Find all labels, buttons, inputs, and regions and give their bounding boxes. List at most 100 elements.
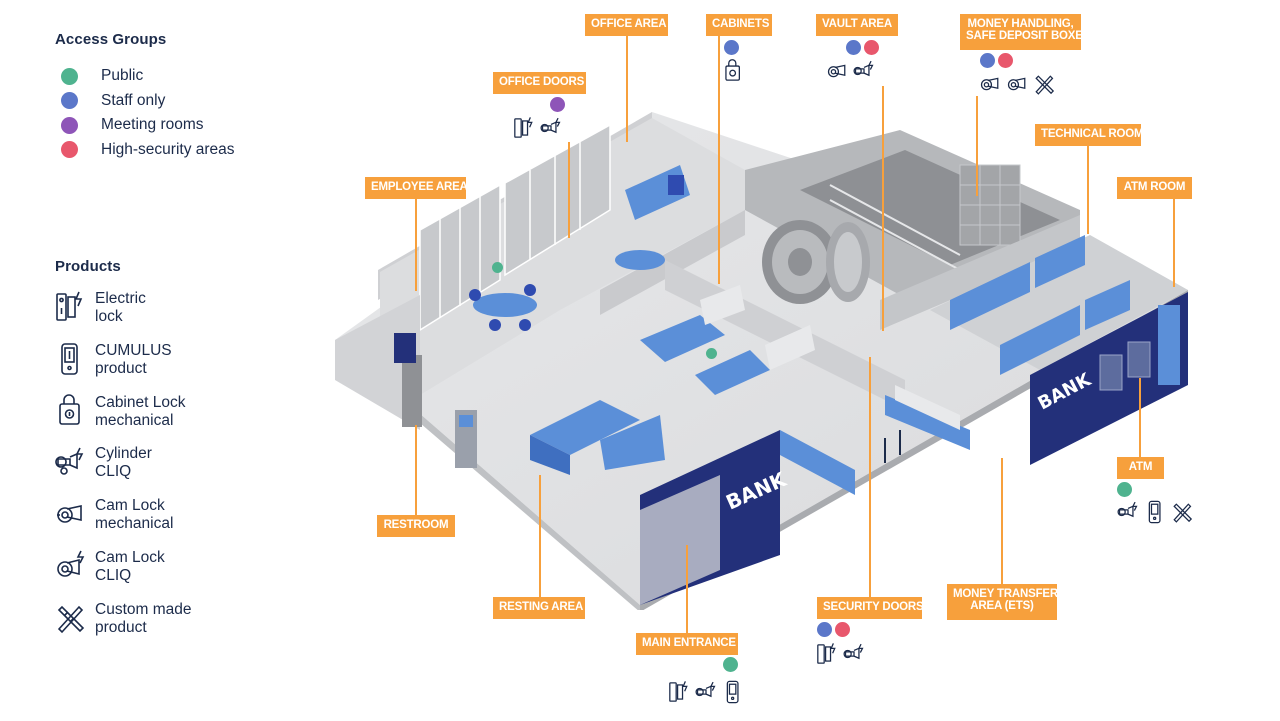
teller-public-dot — [706, 348, 717, 359]
meeting-table — [469, 284, 537, 331]
partition-vault-front — [880, 215, 1080, 330]
product-label-line2: CLIQ — [95, 566, 132, 584]
leader-employee-area — [415, 199, 417, 291]
callout-restroom-label: RESTROOM — [383, 519, 449, 531]
main-entrance-products — [667, 680, 745, 704]
callout-resting-area: RESTING AREA — [493, 597, 585, 619]
high-security-dot — [61, 141, 78, 159]
callout-main-entrance-label: MAIN ENTRANCE — [642, 637, 736, 649]
cylinder-cliq-icon — [55, 448, 84, 476]
partition-office — [600, 210, 745, 315]
callout-money-transfer-line1: MONEY TRANSFER — [953, 588, 1058, 600]
electric-lock-icon — [514, 117, 533, 138]
bank-floorplan-illustration: BANK BANK — [335, 112, 1188, 610]
leader-restroom — [415, 425, 417, 515]
cylinder-cliq-icon — [843, 643, 864, 660]
safe-deposit-boxes — [959, 164, 1021, 246]
teller-desks — [640, 285, 815, 395]
callout-cabinets: CABINETS — [706, 14, 772, 36]
callout-office-area: OFFICE AREA — [585, 14, 668, 36]
main-entrance-access-dots — [723, 657, 738, 672]
legend-label-public: Public — [101, 67, 144, 85]
resting-area-sofa — [530, 400, 665, 475]
cam-lock-cliq-icon — [57, 550, 85, 577]
staff-dot — [846, 40, 861, 55]
cumulus-product-icon — [61, 342, 78, 375]
technical-room-wall — [930, 235, 1188, 370]
leader-resting-area — [539, 475, 541, 597]
atm-room-door — [1158, 305, 1180, 385]
cabinets-access-dots — [724, 40, 739, 55]
atm-machines — [1099, 341, 1151, 391]
access-groups-legend: Access Groups Public Staff only Meeting … — [55, 31, 235, 162]
self-service-kiosk — [455, 410, 477, 468]
money-handling-access-dots — [980, 53, 1013, 68]
staff-dot — [980, 53, 995, 68]
cabinet-lock-icon — [725, 59, 740, 81]
leader-vault-area — [882, 86, 884, 331]
entrance-canopy — [780, 430, 855, 495]
access-groups-title: Access Groups — [55, 31, 167, 48]
entrance-glass-door — [640, 475, 720, 605]
callout-money-handling: MONEY HANDLING, SAFE DEPOSIT BOXES — [960, 14, 1090, 50]
product-label-line2: product — [95, 618, 147, 636]
staff-dot — [61, 92, 78, 110]
cumulus-product-icon — [726, 680, 739, 704]
electric-lock-icon — [817, 643, 836, 664]
vault-railing — [829, 184, 961, 271]
office-desk — [625, 165, 690, 220]
product-label-line2: mechanical — [95, 411, 174, 429]
callout-atm-room: ATM ROOM — [1117, 177, 1192, 199]
restroom-door — [402, 355, 422, 427]
money-transfer-counter — [885, 385, 970, 450]
product-label-line1: Cam Lock — [95, 497, 165, 515]
product-label-line1: Custom made — [95, 600, 192, 618]
atm-products — [1116, 500, 1194, 524]
cabinets-products — [721, 59, 745, 83]
product-label-line2: CLIQ — [95, 463, 132, 481]
cumulus-product-icon — [1148, 500, 1161, 524]
leader-atm-room — [1173, 199, 1175, 287]
public-dot — [1117, 482, 1132, 497]
custom-made-product-icon — [1173, 503, 1193, 523]
callout-atm: ATM — [1117, 457, 1164, 479]
callout-employee-area-label: EMPLOYEE AREA — [371, 181, 468, 193]
electric-lock-icon — [56, 291, 83, 321]
callout-cabinets-label: CABINETS — [712, 18, 770, 30]
vault-door — [762, 220, 870, 304]
second-meeting-table — [615, 250, 665, 270]
staff-dot — [724, 40, 739, 55]
product-label-line2: mechanical — [95, 515, 174, 533]
legend-item-high: High-security areas — [55, 138, 235, 163]
legend-item-public: Public — [55, 64, 235, 89]
legend-label-high: High-security areas — [101, 140, 235, 158]
meeting-dot — [61, 116, 78, 134]
callout-main-entrance: MAIN ENTRANCE — [636, 633, 738, 655]
vault-area-access-dots — [846, 40, 879, 55]
leader-office-area — [626, 36, 628, 142]
cam-lock-mechanical-icon — [57, 505, 82, 523]
leader-money-transfer — [1001, 458, 1003, 584]
callout-vault-area-label: VAULT AREA — [822, 18, 892, 30]
high-security-dot — [835, 622, 850, 637]
callout-money-handling-line1: MONEY HANDLING, — [967, 18, 1074, 30]
callout-atm-label: ATM — [1128, 461, 1153, 473]
restroom-sign — [394, 333, 416, 363]
custom-made-product-icon — [57, 605, 85, 633]
product-label-line2: product — [95, 359, 147, 377]
legend-item-meeting: Meeting rooms — [55, 113, 235, 138]
callout-money-transfer: MONEY TRANSFER AREA (ETS) — [947, 584, 1058, 620]
cylinder-cliq-icon — [540, 117, 561, 134]
meeting-room-public-dot — [492, 262, 503, 273]
callout-money-handling-line2: SAFE DEPOSIT BOXES — [966, 30, 1091, 42]
product-label-line1: Cam Lock — [95, 548, 165, 566]
leader-main-entrance — [686, 545, 688, 633]
meeting-dot — [550, 97, 565, 112]
callout-office-doors-label: OFFICE DOORS — [499, 76, 585, 88]
callout-restroom: RESTROOM — [377, 515, 455, 537]
public-dot — [492, 262, 503, 273]
